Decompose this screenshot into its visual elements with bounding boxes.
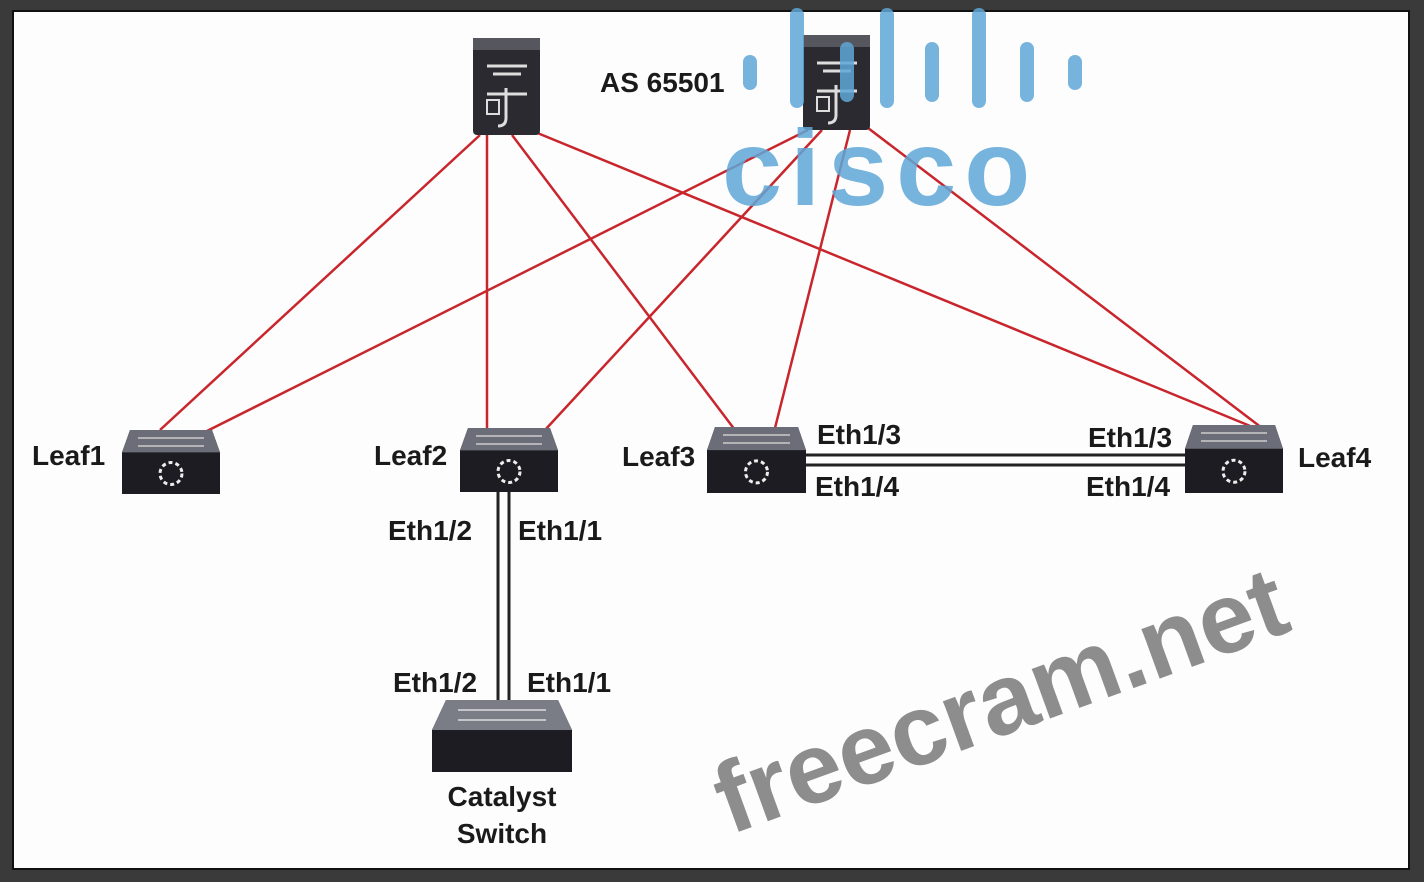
leaf1-label: Leaf1 — [32, 440, 105, 471]
links — [159, 127, 1263, 434]
fabric-star-icon — [158, 461, 184, 487]
leaf3-port-eth1-4: Eth1/4 — [815, 471, 899, 502]
fabric-star-icon — [496, 459, 522, 485]
fabric-star-icon — [1221, 458, 1247, 484]
catalyst-label-line2: Switch — [457, 818, 547, 849]
leaf2-port-eth1-1: Eth1/1 — [518, 515, 602, 546]
leaf4-port-eth1-3: Eth1/3 — [1088, 422, 1172, 453]
switch-arrows-icon — [458, 709, 546, 721]
leaf4-port-eth1-4: Eth1/4 — [1086, 471, 1170, 502]
catalyst-switch[interactable] — [432, 700, 572, 772]
cisco-logo-watermark: cisco — [722, 8, 1082, 228]
leaf4-switch[interactable] — [1185, 425, 1283, 493]
router-icon — [817, 61, 857, 125]
spine1-leaf1-uplink — [159, 134, 481, 431]
spine1-switch[interactable] — [473, 38, 540, 135]
spine2-leaf1-uplink — [204, 128, 809, 434]
leaf4-label: Leaf4 — [1298, 442, 1372, 473]
as-label: AS 65501 — [600, 67, 725, 98]
leaf3-switch[interactable] — [707, 427, 806, 493]
leaf3-label: Leaf3 — [622, 441, 695, 472]
router-icon — [487, 64, 527, 128]
leaf3-port-eth1-3: Eth1/3 — [817, 419, 901, 450]
fabric-star-icon — [744, 459, 769, 485]
spine2-leaf2-uplink — [544, 129, 823, 431]
spine1-leaf3-uplink — [511, 134, 736, 431]
spine1-leaf4-uplink — [534, 130, 1256, 430]
spine2-leaf3-uplink — [773, 129, 852, 429]
spine2-leaf4-uplink — [867, 127, 1263, 429]
leaf2-switch[interactable] — [460, 428, 558, 492]
svg-text:cisco: cisco — [722, 107, 1038, 228]
leaf2-label: Leaf2 — [374, 440, 447, 471]
freecram-watermark: freecram.net — [699, 545, 1301, 856]
catalyst-port-eth1-2: Eth1/2 — [393, 667, 477, 698]
peer-links — [496, 453, 1186, 702]
leaf2-port-eth1-2: Eth1/2 — [388, 515, 472, 546]
leaf1-switch[interactable] — [122, 430, 220, 494]
catalyst-port-eth1-1: Eth1/1 — [527, 667, 611, 698]
catalyst-label-line1: Catalyst — [448, 781, 557, 812]
